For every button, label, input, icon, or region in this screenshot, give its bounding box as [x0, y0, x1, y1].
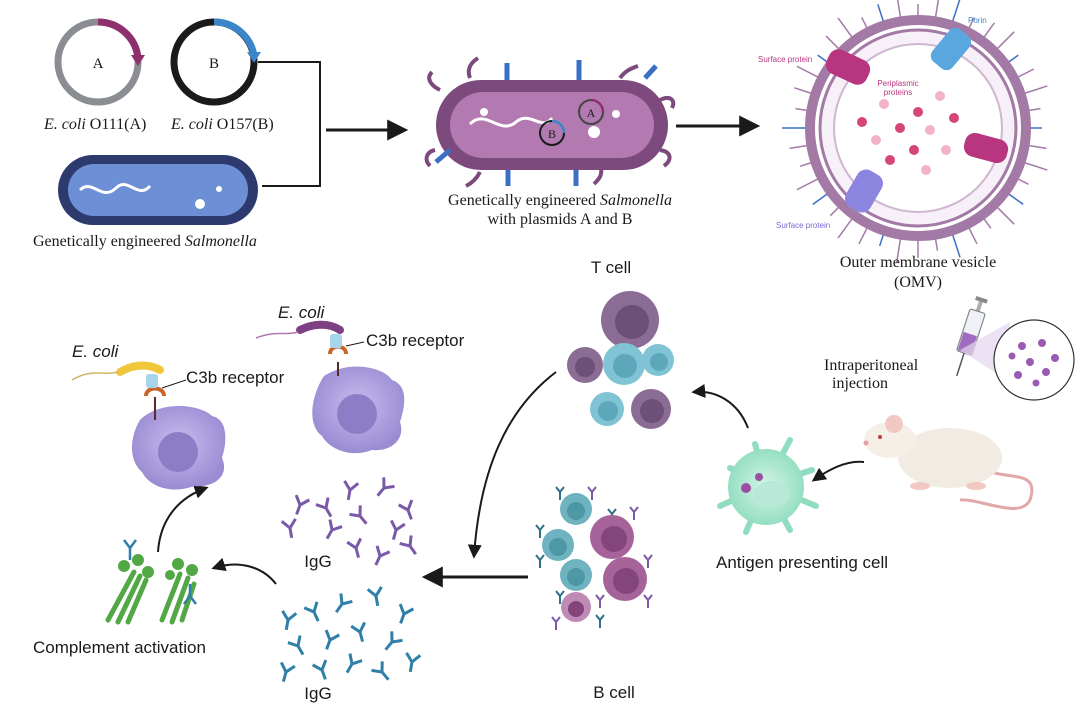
macrophage-right: [255, 320, 405, 454]
omv-caption-line2: (OMV): [894, 274, 942, 291]
mouse-icon: [863, 415, 1034, 510]
antigen-presenting-cell: [717, 437, 819, 535]
plasmid-b-caption: E. coli O157(B): [170, 116, 274, 133]
arrow-mouse-to-apc: [811, 460, 865, 482]
b-cell-label: B cell: [593, 683, 635, 702]
outer-membrane-vesicle: Porin Surface protein Surface protein Pe…: [758, 0, 1048, 263]
periplasmic-label-2: proteins: [884, 88, 912, 97]
injection-label-2: injection: [832, 375, 888, 392]
plasmid-a-caption: E. coli O111(A): [43, 116, 146, 133]
engineered-plasmid-a: A: [587, 106, 596, 120]
engineered-caption-line1: Genetically engineered Salmonella: [448, 192, 672, 209]
salmonella-cell: [58, 155, 258, 225]
arrow-apc-to-tcell: [691, 384, 749, 429]
surface-protein-top-label: Surface protein: [758, 55, 812, 64]
macrophage-left-receptor-label: C3b receptor: [186, 368, 285, 387]
macrophage-right-ecoli-label: E. coli: [278, 303, 326, 322]
macrophage-left-receptor-leader: [161, 379, 187, 389]
engineered-plasmid-b: B: [548, 127, 556, 141]
omv-caption-line1: Outer membrane vesicle: [840, 254, 996, 271]
arrow-tcell-to-bcell: [467, 371, 557, 559]
macrophage-right-receptor-label: C3b receptor: [366, 331, 465, 350]
periplasmic-label-1: Periplasmic: [877, 79, 918, 88]
macrophage-left: [71, 361, 226, 490]
igg-top-label: IgG: [304, 552, 331, 571]
arrow-igg-to-complement: [211, 557, 277, 585]
plasmid-a: A: [54, 18, 145, 106]
igg-bottom-label: IgG: [304, 684, 331, 703]
complement-label: Complement activation: [33, 638, 206, 657]
igg-cluster-top: [280, 477, 417, 566]
salmonella-caption: Genetically engineered Salmonella: [33, 233, 257, 250]
plasmid-b: B: [170, 18, 261, 106]
b-cell-cluster: [535, 486, 653, 630]
engineered-caption-line2: with plasmids A and B: [488, 211, 633, 228]
t-cell-cluster: [567, 291, 674, 429]
surface-protein-bottom-label: Surface protein: [776, 221, 830, 230]
merge-bracket: [258, 61, 409, 187]
apc-label: Antigen presenting cell: [716, 553, 888, 572]
porin-label: Porin: [968, 16, 987, 25]
complement-complex: [105, 539, 198, 625]
igg-cluster-bottom: [279, 586, 422, 683]
injection-label-1: Intraperitoneal: [824, 357, 919, 374]
plasmid-a-letter: A: [93, 56, 104, 72]
macrophage-left-ecoli-label: E. coli: [72, 342, 120, 361]
injected-omv-circle: [993, 319, 1075, 401]
t-cell-label: T cell: [591, 258, 631, 277]
arrow-complement-to-macrophage: [157, 485, 209, 553]
plasmid-b-letter: B: [209, 56, 219, 72]
engineered-salmonella: A B: [424, 56, 676, 188]
macrophage-right-receptor-leader: [345, 341, 365, 347]
